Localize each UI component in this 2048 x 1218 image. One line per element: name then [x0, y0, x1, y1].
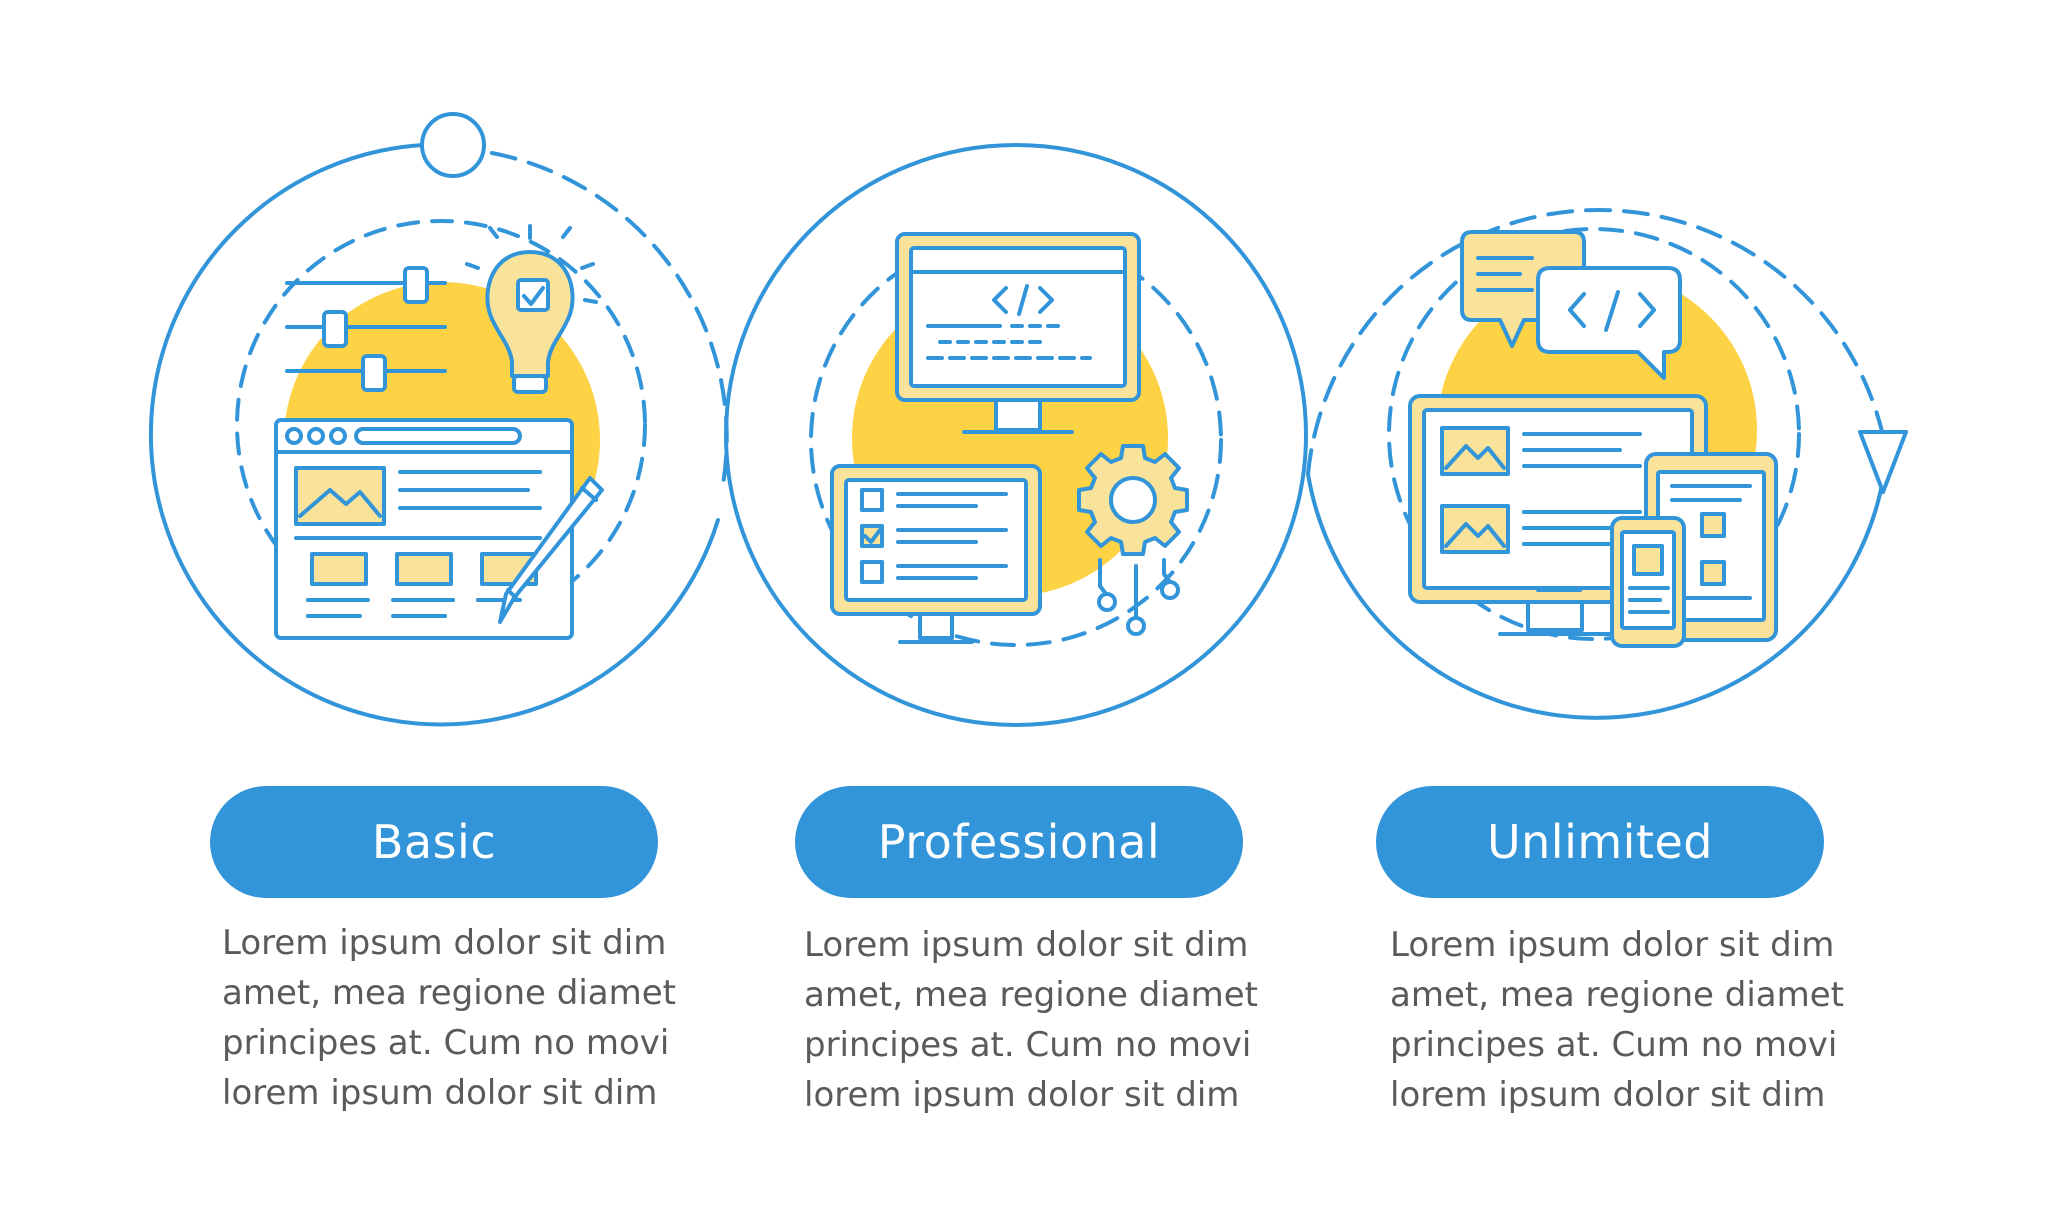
- step-2-description-line: lorem ipsum dolor sit dim: [804, 1075, 1240, 1115]
- web-development-icon: [830, 232, 1189, 644]
- step-3-description-line: amet, mea regione diamet: [1390, 975, 1844, 1015]
- step-2-title: Professional: [877, 815, 1161, 869]
- step-1-title: Basic: [371, 815, 497, 869]
- step-1-description-line: Lorem ipsum dolor sit dim: [222, 923, 667, 963]
- step-2-inner-dashed-ring: [809, 233, 1223, 647]
- step-3-description-line: lorem ipsum dolor sit dim: [1390, 1075, 1826, 1115]
- step-3-description-line: Lorem ipsum dolor sit dim: [1390, 925, 1835, 965]
- step-1-description-line: principes at. Cum no movi: [222, 1023, 670, 1063]
- step-1-description-line: lorem ipsum dolor sit dim: [222, 1073, 658, 1113]
- step-2-circle-group: [724, 143, 1308, 727]
- step-1-description: Lorem ipsum dolor sit dim amet, mea regi…: [222, 918, 692, 1118]
- step-3-title: Unlimited: [1486, 815, 1713, 869]
- step-1-marker-circle: [420, 112, 486, 178]
- step-2-description-line: amet, mea regione diamet: [804, 975, 1258, 1015]
- step-3-description: Lorem ipsum dolor sit dim amet, mea regi…: [1390, 920, 1860, 1120]
- step-1-description-line: amet, mea regione diamet: [222, 973, 676, 1013]
- step-3-outer-solid-arc: [1306, 472, 1886, 720]
- step-2-description: Lorem ipsum dolor sit dim amet, mea regi…: [804, 920, 1274, 1120]
- step-2-title-pill: Professional: [795, 786, 1243, 898]
- step-3-circle-group: [1306, 208, 1908, 720]
- step-3-description-line: principes at. Cum no movi: [1390, 1025, 1838, 1065]
- step-3-outer-dashed-arc: [1306, 208, 1886, 476]
- step-3-inner-dashed-ring: [1387, 227, 1801, 641]
- responsive-devices-icon: [1408, 230, 1778, 648]
- website-builder-icon: [274, 224, 604, 640]
- step-3-arrowhead-icon: [1858, 430, 1908, 494]
- step-3-title-pill: Unlimited: [1376, 786, 1824, 898]
- step-2-description-line: Lorem ipsum dolor sit dim: [804, 925, 1249, 965]
- step-2-description-line: principes at. Cum no movi: [804, 1025, 1252, 1065]
- step-2-outer-ring: [724, 143, 1308, 727]
- step-1-title-pill: Basic: [210, 786, 658, 898]
- step-1-outer-arc: [148, 143, 720, 727]
